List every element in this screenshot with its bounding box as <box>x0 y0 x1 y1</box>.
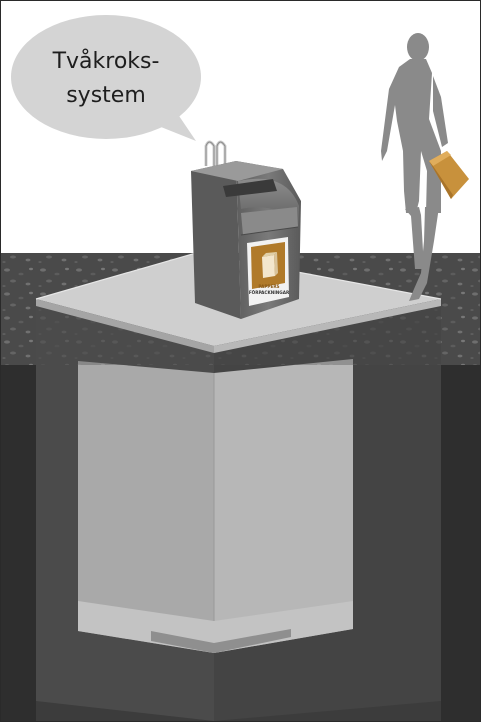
paper-bag-icon <box>262 252 278 278</box>
container-label-line2: FÖRPACKNINGAR <box>249 290 290 295</box>
speech-bubble-text: Tvåkroks- system <box>21 45 191 113</box>
speech-bubble-line1: Tvåkroks- <box>21 45 191 79</box>
container-label-line1: PAPPERS <box>258 284 279 289</box>
speech-bubble-line2: system <box>21 79 191 113</box>
